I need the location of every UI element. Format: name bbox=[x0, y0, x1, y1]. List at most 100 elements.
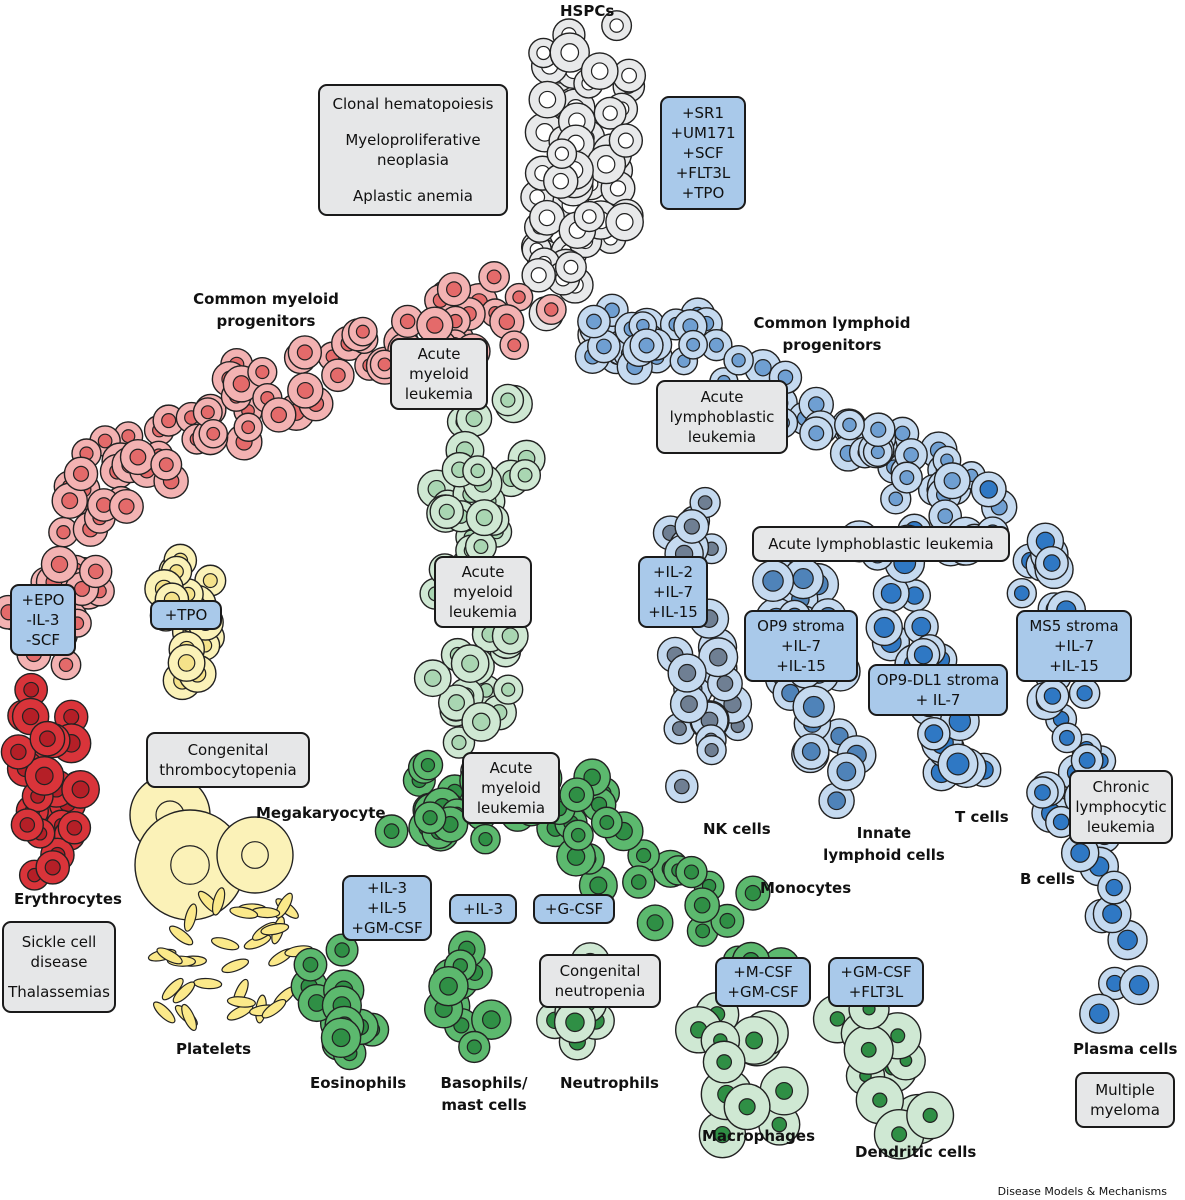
box-text: + IL-7 bbox=[915, 691, 961, 709]
macrophage-cell-nucleus bbox=[716, 1054, 733, 1070]
granulocyte-progenitor-cell-nucleus bbox=[447, 694, 465, 712]
box-text: +UM171 bbox=[670, 124, 736, 142]
granulocyte-cell-nucleus bbox=[693, 896, 711, 914]
box-text: disease bbox=[30, 953, 88, 971]
hspc-cell-nucleus bbox=[538, 90, 557, 109]
label-plasma-cells: Plasma cells bbox=[1073, 1040, 1178, 1058]
t-cell-nucleus bbox=[880, 582, 902, 604]
box-text: myeloid bbox=[453, 583, 513, 601]
megakaryocyte-cell-nucleus bbox=[170, 845, 210, 885]
macrophage-cell-nucleus bbox=[771, 1116, 788, 1133]
box-text: Myeloproliferative bbox=[345, 131, 481, 149]
nk-cell-nucleus bbox=[716, 675, 734, 692]
box-op9-factors: OP9 stroma +IL-7 +IL-15 bbox=[744, 610, 858, 682]
myeloid-progenitor-cell-nucleus bbox=[232, 375, 251, 393]
label-b-cells: B cells bbox=[1020, 870, 1075, 888]
label-common-lymphoid-progenitors: Common lymphoid progenitors bbox=[753, 314, 911, 354]
b-cell-nucleus bbox=[1043, 554, 1061, 572]
macrophage-cell-nucleus bbox=[713, 1125, 732, 1144]
label-platelets: Platelets bbox=[176, 1040, 252, 1058]
label-erythrocytes: Erythrocytes bbox=[14, 890, 122, 908]
credit-text: Disease Models & Mechanisms bbox=[997, 1185, 1167, 1198]
platelet bbox=[183, 903, 198, 932]
dendritic-cell-nucleus bbox=[891, 1126, 908, 1143]
box-text: -IL-3 bbox=[26, 611, 60, 629]
box-text: Chronic bbox=[1092, 778, 1150, 796]
lymphoid-progenitor-cell-nucleus bbox=[899, 470, 915, 486]
box-text: Aplastic anemia bbox=[353, 187, 473, 205]
label-dendritic-cells: Dendritic cells bbox=[855, 1143, 977, 1161]
box-text: Acute bbox=[489, 759, 533, 777]
hspc-cell-nucleus bbox=[538, 209, 556, 227]
nk-cell-nucleus bbox=[673, 778, 690, 795]
b-cell-nucleus bbox=[1070, 843, 1091, 863]
lymphoid-progenitor-cell-nucleus bbox=[937, 508, 954, 524]
myeloid-progenitor-cell-nucleus bbox=[56, 525, 71, 540]
granulocyte-progenitor-cell-nucleus bbox=[500, 392, 516, 408]
platelet bbox=[275, 892, 293, 919]
lymphoid-progenitor-cell-nucleus bbox=[870, 421, 887, 438]
myeloid-progenitor-cell-nucleus bbox=[129, 448, 147, 466]
lymphoid-progenitor-cell-nucleus bbox=[903, 447, 919, 463]
box-text: +G-CSF bbox=[544, 900, 604, 918]
box-text: +SR1 bbox=[681, 104, 725, 122]
lymphoid-progenitor-cell-nucleus bbox=[586, 313, 602, 330]
myeloid-progenitor-cell-nucleus bbox=[87, 563, 104, 580]
granulocyte-cell-nucleus bbox=[583, 768, 601, 787]
box-text: Clonal hematopoiesis bbox=[332, 95, 494, 113]
granulocyte-progenitor-cell-nucleus bbox=[461, 654, 480, 673]
megakaryocyte-cell-nucleus bbox=[241, 841, 269, 869]
eosinophil-cell-nucleus bbox=[302, 956, 319, 973]
macrophage-cell-nucleus bbox=[738, 1098, 756, 1116]
platelet bbox=[172, 981, 196, 1004]
box-text: lymphocytic bbox=[1075, 798, 1167, 816]
granulocyte-cell-nucleus bbox=[589, 876, 608, 895]
platelet bbox=[211, 887, 226, 916]
myeloid-progenitor-cell-nucleus bbox=[399, 313, 416, 330]
lymphoid-progenitor-cell-nucleus bbox=[708, 337, 724, 353]
erythrocyte-cell-nucleus bbox=[21, 707, 40, 726]
myeloid-progenitor-cell-nucleus bbox=[158, 457, 174, 473]
box-text: Sickle cell bbox=[21, 933, 97, 951]
myeloid-progenitor-cell-nucleus bbox=[50, 555, 69, 574]
innate-lymphoid-cell-nucleus bbox=[836, 761, 857, 782]
nk-cell-nucleus bbox=[704, 742, 719, 758]
box-aml-mid: Acute myeloid leukemia bbox=[434, 556, 532, 628]
box-neutrophil-factor: +G-CSF bbox=[533, 894, 615, 924]
myeloid-progenitor-cell-nucleus bbox=[330, 367, 346, 384]
box-text: OP9 stroma bbox=[757, 617, 845, 635]
box-text: myeloma bbox=[1090, 1101, 1160, 1119]
hspc-cell-nucleus bbox=[581, 209, 597, 224]
basophil-cell-nucleus bbox=[481, 1010, 501, 1030]
basophil-cell-nucleus bbox=[439, 976, 458, 996]
box-hspc-factors: +SR1 +UM171 +SCF +FLT3L +TPO bbox=[660, 96, 746, 210]
box-text: myeloid bbox=[481, 779, 541, 797]
nk-cell-nucleus bbox=[708, 647, 728, 667]
myeloid-progenitor-cell-nucleus bbox=[445, 281, 462, 298]
platelet bbox=[221, 958, 250, 974]
box-text: leukemia bbox=[476, 799, 546, 817]
myeloid-progenitor-cell-nucleus bbox=[507, 338, 522, 353]
label-megakaryocyte: Megakaryocyte bbox=[256, 804, 386, 822]
box-congenital-thrombocytopenia: Congenital thrombocytopenia bbox=[146, 732, 310, 788]
platelet bbox=[181, 1003, 197, 1032]
granulocyte-progenitor-cell-nucleus bbox=[423, 669, 442, 687]
granulocyte-cell-nucleus bbox=[420, 757, 436, 773]
box-text: +IL-15 bbox=[776, 657, 826, 675]
granulocyte-progenitor-cell-nucleus bbox=[451, 734, 467, 751]
myeloid-progenitor-cell-nucleus bbox=[255, 364, 270, 380]
b-cell-nucleus bbox=[1128, 974, 1150, 996]
hspc-cell-nucleus bbox=[536, 45, 551, 61]
box-text: +GM-CSF bbox=[727, 983, 799, 1001]
hspc-cell-nucleus bbox=[609, 180, 627, 197]
granulocyte-cell-nucleus bbox=[646, 914, 664, 932]
erythrocyte-cell-nucleus bbox=[63, 708, 80, 725]
granulocyte-progenitor-cell-nucleus bbox=[438, 503, 455, 520]
granulocyte-cell-nucleus bbox=[422, 810, 438, 826]
box-text: Multiple bbox=[1095, 1081, 1155, 1099]
label-monocytes: Monocytes bbox=[760, 879, 852, 897]
box-cll: Chronic lymphocytic leukemia bbox=[1069, 770, 1173, 844]
box-macrophage-factors: +M-CSF +GM-CSF bbox=[715, 957, 811, 1007]
label-nk-cells: NK cells bbox=[703, 820, 771, 838]
hspc-cell-nucleus bbox=[530, 267, 547, 284]
